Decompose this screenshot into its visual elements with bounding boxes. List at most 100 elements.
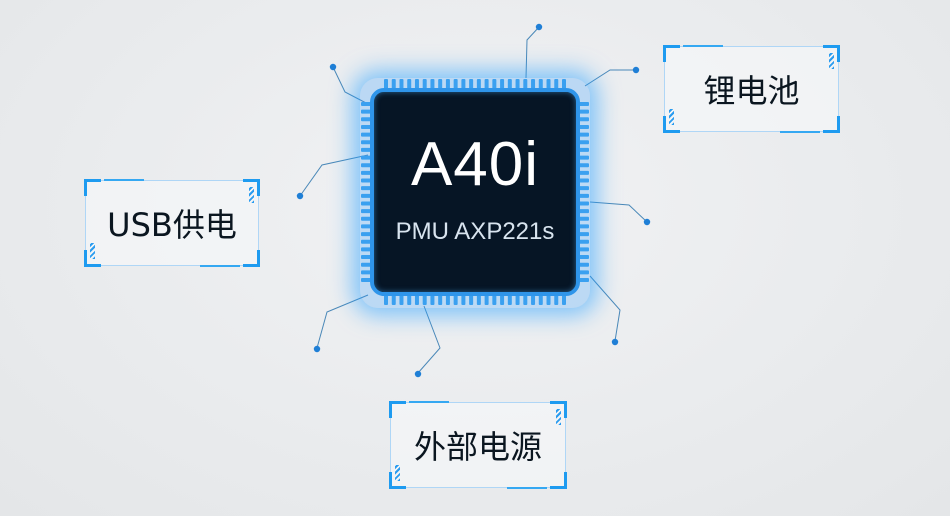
chip-name: A40i (410, 130, 540, 199)
chip-pin (578, 147, 589, 152)
chip-pin (361, 239, 372, 244)
chip-pin (578, 262, 589, 267)
wire-end-dot (296, 192, 304, 200)
chip-pin (578, 140, 589, 145)
chip-pin (578, 247, 589, 252)
chip-pin (361, 132, 372, 137)
battery-label-box: 锂电池 (663, 45, 840, 133)
wire-bottom-right (589, 275, 621, 342)
chip-pin (578, 163, 589, 168)
wire-end-dot (329, 63, 337, 71)
chip-pin (531, 79, 536, 90)
chip-pin (361, 216, 372, 221)
chip-pin (384, 294, 388, 305)
chip-pin (492, 79, 497, 90)
box-edge-accent (780, 131, 820, 133)
chip-pin (578, 193, 589, 198)
chip-body: A40i PMU AXP221s (370, 88, 580, 296)
chip-pin (361, 193, 372, 198)
box-corner (663, 116, 680, 133)
chip-pin (554, 79, 559, 90)
box-hatch (395, 465, 400, 481)
chip-pin (562, 294, 566, 305)
wire-end-dot (643, 218, 651, 226)
chip-pin (430, 79, 435, 90)
chip-pin (361, 147, 372, 152)
box-hatch (829, 53, 834, 69)
chip-pin (578, 278, 589, 282)
chip-pin (523, 294, 528, 305)
chip-pin (407, 294, 412, 305)
chip-pin (399, 294, 404, 305)
chip-pin (515, 294, 520, 305)
chip-pin (507, 294, 512, 305)
chip-pin (391, 79, 396, 90)
chip-pin (361, 140, 372, 145)
chip-pin (384, 79, 388, 90)
box-corner (823, 116, 840, 133)
chip-pin (453, 294, 458, 305)
usb-label: USB供电 (107, 206, 237, 244)
wire-end-dot (535, 23, 543, 31)
chip-pin (361, 186, 372, 191)
chip-pin (469, 79, 474, 90)
chip-pin (361, 102, 372, 106)
chip-pin (484, 294, 489, 305)
chip-pin (422, 294, 427, 305)
chip-pin (361, 224, 372, 229)
chip-pin (361, 255, 372, 260)
usb-label-box: USB供电 (84, 179, 260, 267)
chip-pin (361, 201, 372, 206)
wire-end-dot (313, 345, 321, 353)
chip-pin (461, 294, 466, 305)
external-power-label: 外部电源 (413, 428, 542, 466)
external-power-label-box: 外部电源 (389, 401, 567, 489)
chip-pin (414, 294, 419, 305)
box-edge-accent (200, 265, 240, 267)
box-hatch (669, 109, 674, 125)
chip-pin (578, 270, 589, 275)
chip-pin (538, 294, 543, 305)
chip-pin (578, 186, 589, 191)
chip-pin (399, 79, 404, 90)
chip-pin (438, 79, 443, 90)
battery-label: 锂电池 (703, 72, 800, 110)
chip-pin (361, 117, 372, 122)
wire-end-dot (414, 370, 422, 378)
chip-pin (578, 216, 589, 221)
box-corner (84, 179, 101, 196)
box-corner (663, 45, 680, 62)
wire-left (299, 154, 369, 197)
chip-pin (438, 294, 443, 305)
box-edge-accent (409, 401, 449, 403)
box-corner (243, 179, 260, 196)
chip-pin (578, 170, 589, 175)
chip-pin (578, 239, 589, 244)
chip-pin (578, 132, 589, 137)
chip-pin (391, 294, 396, 305)
chip-pin (578, 201, 589, 206)
chip-pin (578, 209, 589, 214)
chip-pin (476, 79, 481, 90)
chip-pin (361, 155, 372, 160)
chip-pin (469, 294, 474, 305)
wire-bottom-left (316, 294, 369, 349)
wire-paths (299, 26, 648, 374)
wire-top-left (332, 66, 369, 105)
chip-pin (422, 79, 427, 90)
chip-pin (507, 79, 512, 90)
box-corner (550, 401, 567, 418)
box-corner (389, 472, 406, 489)
box-corner (550, 472, 567, 489)
chip-pin (500, 294, 505, 305)
chip-pin (361, 247, 372, 252)
chip-pin (546, 294, 551, 305)
box-edge-accent (507, 487, 547, 489)
box-corner (389, 401, 406, 418)
chip-pin (578, 224, 589, 229)
chip-pin (361, 232, 372, 237)
chip-pin (461, 79, 466, 90)
